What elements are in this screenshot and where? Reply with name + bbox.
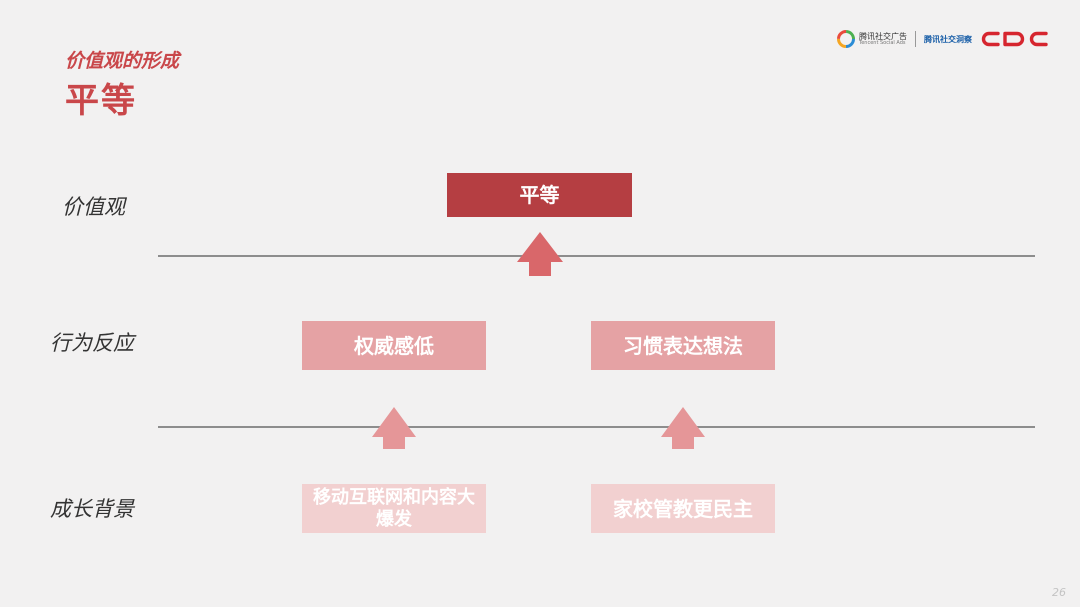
up-arrow-icon — [661, 407, 705, 449]
row-label-background: 成长背景 — [50, 497, 134, 521]
page-number: 26 — [1052, 586, 1066, 599]
tencent-social-ads-logo: 腾讯社交广告 Tencent Social Ads — [837, 30, 907, 48]
row-label-behavior: 行为反应 — [50, 331, 134, 355]
up-arrow-icon — [517, 232, 563, 276]
separator-line-bottom — [158, 426, 1035, 428]
page-title: 平等 — [65, 81, 137, 121]
background-box-democratic-parenting: 家校管教更民主 — [591, 484, 775, 533]
logo-bar: 腾讯社交广告 Tencent Social Ads 腾讯社交洞察 — [837, 28, 1050, 50]
background-box-mobile-internet: 移动互联网和内容大爆发 — [302, 484, 486, 533]
tencent-pinwheel-icon — [837, 30, 855, 48]
insight-logo-text: 腾讯社交洞察 — [924, 34, 972, 44]
behavior-box-express-ideas: 习惯表达想法 — [591, 321, 775, 370]
tencent-logo-text: 腾讯社交广告 — [859, 31, 907, 41]
behavior-box-low-authority: 权威感低 — [302, 321, 486, 370]
row-label-values: 价值观 — [62, 195, 125, 219]
value-box-equality: 平等 — [447, 173, 632, 217]
tencent-logo-subtext: Tencent Social Ads — [859, 39, 906, 46]
logo-divider — [915, 31, 916, 47]
section-subtitle: 价值观的形成 — [65, 50, 180, 72]
cdc-logo — [981, 31, 1048, 47]
up-arrow-icon — [372, 407, 416, 449]
separator-line-top — [158, 255, 1035, 257]
